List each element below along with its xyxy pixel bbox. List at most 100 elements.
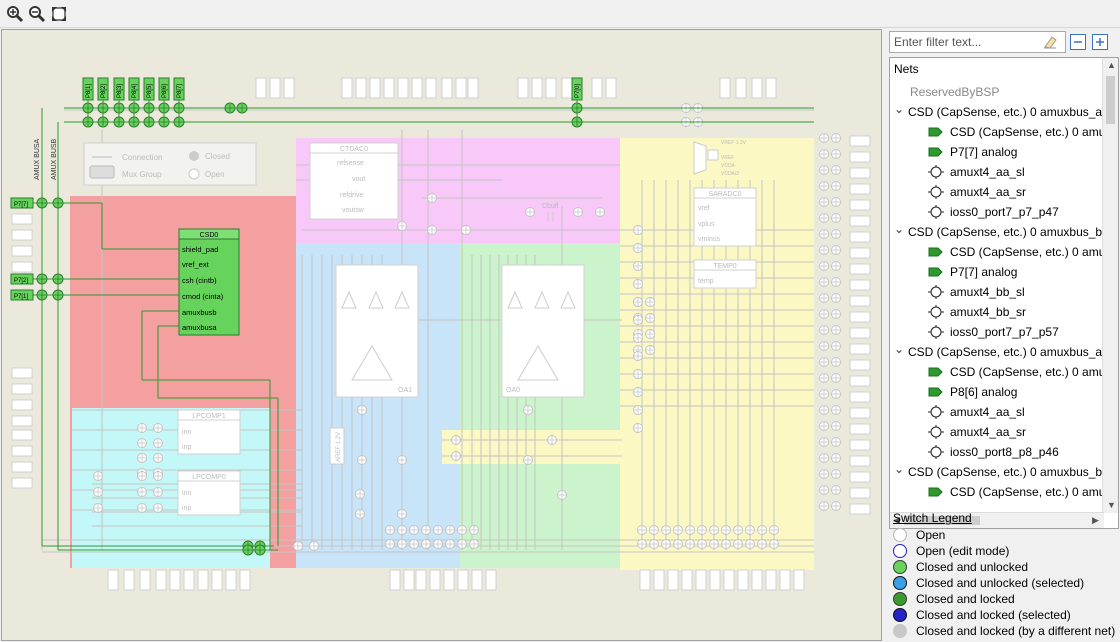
pin[interactable] — [849, 215, 871, 227]
closed-switch[interactable] — [36, 197, 48, 209]
closed-switch[interactable] — [52, 197, 64, 209]
expand-toggle-icon[interactable]: ⌄ — [894, 462, 905, 476]
pin[interactable] — [849, 471, 871, 483]
switch[interactable] — [633, 387, 643, 397]
net-member-row[interactable]: P7[7] analog — [890, 262, 1104, 282]
switch[interactable] — [831, 213, 841, 223]
switch[interactable] — [685, 539, 695, 549]
pin[interactable] — [849, 311, 871, 323]
switch[interactable] — [357, 455, 367, 465]
pin[interactable] — [457, 569, 469, 591]
pin-p8-1[interactable]: P8[1] — [82, 77, 94, 101]
zoom-out-button[interactable] — [28, 5, 46, 23]
switch[interactable] — [451, 451, 461, 461]
switch[interactable] — [831, 341, 841, 351]
switch[interactable] — [819, 293, 829, 303]
pin[interactable] — [849, 391, 871, 403]
switch[interactable] — [819, 437, 829, 447]
net-member-row[interactable]: P7[7] analog — [890, 142, 1104, 162]
pin[interactable] — [11, 213, 33, 225]
switch[interactable] — [697, 539, 707, 549]
switch[interactable] — [457, 539, 467, 549]
pin[interactable] — [139, 569, 151, 591]
switch[interactable] — [661, 525, 671, 535]
closed-switch[interactable] — [571, 116, 583, 128]
pin[interactable] — [471, 569, 483, 591]
closed-switch[interactable] — [82, 102, 94, 114]
switch[interactable] — [831, 293, 841, 303]
pin[interactable] — [849, 439, 871, 451]
pin[interactable] — [765, 569, 777, 591]
switch[interactable] — [697, 525, 707, 535]
switch[interactable] — [649, 539, 659, 549]
net-member-row[interactable]: amuxt4_aa_sr — [890, 422, 1104, 442]
switch[interactable] — [137, 423, 147, 433]
switch[interactable] — [685, 525, 695, 535]
scroll-right-icon[interactable]: ▶ — [1092, 515, 1099, 525]
pin[interactable] — [443, 569, 455, 591]
switch[interactable] — [645, 329, 655, 339]
pin[interactable] — [107, 569, 119, 591]
switch[interactable] — [831, 245, 841, 255]
closed-switch[interactable] — [128, 116, 140, 128]
pin[interactable] — [849, 295, 871, 307]
pin[interactable] — [429, 569, 441, 591]
switch[interactable] — [385, 539, 395, 549]
pin-p7-0[interactable]: P7[0] — [571, 77, 583, 101]
switch[interactable] — [93, 487, 103, 497]
switch[interactable] — [153, 453, 163, 463]
pin[interactable] — [531, 77, 543, 99]
pin-p8-2[interactable]: P8[2] — [97, 77, 109, 101]
closed-switch[interactable] — [143, 116, 155, 128]
clear-filter-button[interactable] — [1042, 34, 1058, 53]
closed-switch[interactable] — [236, 102, 248, 114]
pin[interactable] — [849, 423, 871, 435]
switch[interactable] — [819, 261, 829, 271]
pin[interactable] — [225, 569, 237, 591]
switch[interactable] — [137, 487, 147, 497]
switch[interactable] — [461, 225, 471, 235]
switch[interactable] — [645, 297, 655, 307]
zoom-in-button[interactable] — [6, 5, 24, 23]
pin[interactable] — [849, 343, 871, 355]
switch[interactable] — [355, 509, 365, 519]
switch[interactable] — [831, 277, 841, 287]
pin-p8-3[interactable]: P8[3] — [113, 77, 125, 101]
switch[interactable] — [819, 341, 829, 351]
pin[interactable] — [793, 569, 805, 591]
ctdac-block[interactable] — [309, 142, 399, 220]
switch[interactable] — [595, 207, 605, 217]
switch[interactable] — [819, 309, 829, 319]
analog-routing-diagram[interactable]: Connection Mux Group Closed Open AMUX BU… — [2, 30, 882, 641]
switch[interactable] — [819, 389, 829, 399]
pin[interactable] — [639, 569, 651, 591]
net-member-row[interactable]: ioss0_port7_p7_p57 — [890, 322, 1104, 342]
pin[interactable] — [591, 77, 603, 99]
pin[interactable] — [197, 569, 209, 591]
switch[interactable] — [633, 369, 643, 379]
closed-switch[interactable] — [173, 116, 185, 128]
switch[interactable] — [831, 165, 841, 175]
switch[interactable] — [433, 539, 443, 549]
closed-switch[interactable] — [158, 102, 170, 114]
pin[interactable] — [849, 231, 871, 243]
pin[interactable] — [561, 77, 573, 99]
switch[interactable] — [819, 229, 829, 239]
pin[interactable] — [849, 407, 871, 419]
pin[interactable] — [415, 569, 427, 591]
switch[interactable] — [831, 421, 841, 431]
net-member-row[interactable]: CSD (CapSense, etc.) 0 amux — [890, 242, 1111, 262]
switch[interactable] — [469, 539, 479, 549]
switch[interactable] — [831, 325, 841, 335]
switch[interactable] — [769, 525, 779, 535]
pin[interactable] — [11, 245, 33, 257]
pin[interactable] — [765, 77, 777, 99]
pin[interactable] — [849, 359, 871, 371]
switch[interactable] — [757, 539, 767, 549]
switch[interactable] — [819, 501, 829, 511]
switch[interactable] — [153, 423, 163, 433]
switch[interactable] — [831, 229, 841, 239]
pin[interactable] — [183, 569, 195, 591]
net-member-row[interactable]: amuxt4_aa_sr — [890, 182, 1104, 202]
switch[interactable] — [357, 405, 367, 415]
